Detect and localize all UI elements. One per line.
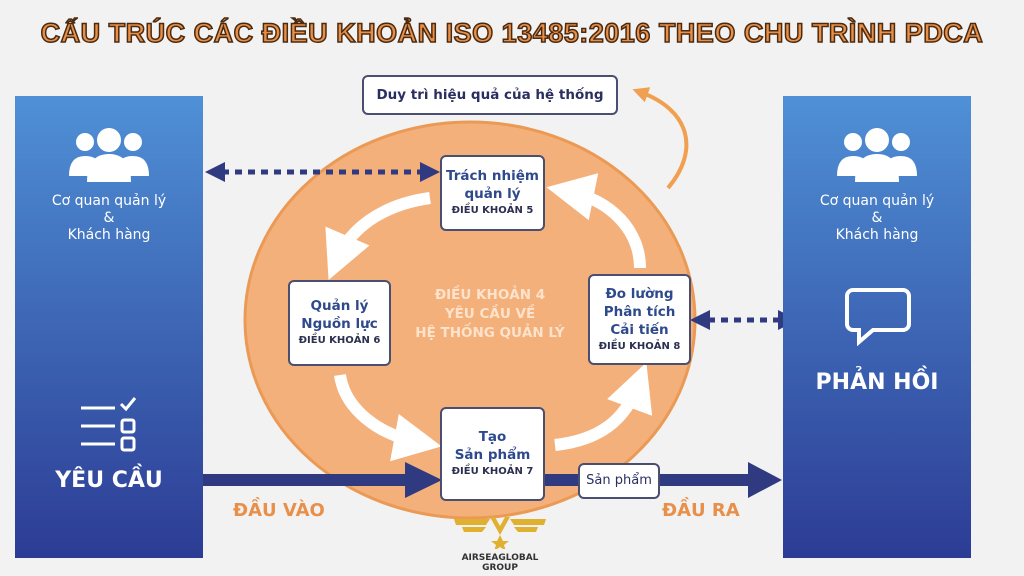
left-panel: Cơ quan quản lý&Khách hàng YÊU CẦU bbox=[15, 96, 203, 558]
output-arrowhead bbox=[748, 462, 782, 498]
output-label: ĐẦU RA bbox=[662, 500, 740, 521]
maintain-arrow bbox=[632, 87, 689, 190]
users-icon bbox=[837, 128, 917, 182]
requirements-label: YÊU CẦU bbox=[55, 468, 163, 493]
winged-star-logo-icon bbox=[454, 517, 546, 551]
users-icon bbox=[69, 128, 149, 182]
speech-bubble-icon bbox=[845, 288, 911, 346]
page-title: CẤU TRÚC CÁC ĐIỀU KHOẢN ISO 13485:2016 T… bbox=[40, 17, 984, 49]
input-label: ĐẦU VÀO bbox=[233, 500, 325, 521]
right-stakeholder: Cơ quan quản lý&Khách hàng bbox=[819, 193, 935, 243]
left-stakeholder: Cơ quan quản lý&Khách hàng bbox=[51, 193, 167, 243]
cycle-arrow-5-6 bbox=[325, 192, 431, 281]
input-bar bbox=[203, 474, 413, 486]
feedback-label: PHẢN HỒI bbox=[815, 370, 939, 395]
right-panel: Cơ quan quản lý&Khách hàng PHẢN HỒI bbox=[783, 96, 971, 558]
maintain-box: Duy trì hiệu quả của hệ thống bbox=[362, 75, 618, 115]
checklist-icon bbox=[81, 397, 137, 452]
cycle-arrow-7-8 bbox=[554, 362, 653, 451]
product-box: Sản phẩm bbox=[578, 463, 660, 499]
cycle-arrow-6-7 bbox=[334, 373, 442, 462]
company-logo: AIRSEAGLOBAL GROUP bbox=[430, 515, 570, 573]
input-arrowhead bbox=[405, 462, 442, 498]
cycle-arrow-8-5 bbox=[546, 173, 646, 269]
